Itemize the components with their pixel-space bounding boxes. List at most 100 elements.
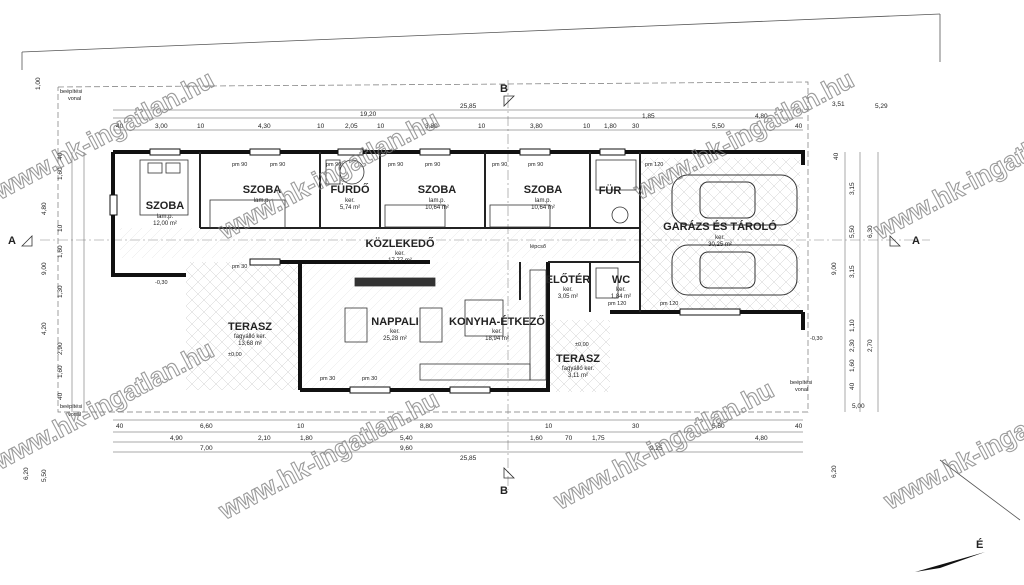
windows xyxy=(109,148,741,394)
watermark-1: www.hk-ingatlan.hu xyxy=(0,64,219,206)
room-furdo-area: 5,74 m² xyxy=(340,205,360,211)
dim-right-8: 2,70 xyxy=(867,339,874,352)
dim-top-9: 3,80 xyxy=(530,123,543,130)
dim-top-0: 40 xyxy=(116,123,124,130)
room-kozlekedo-area: 17,77 m² xyxy=(388,258,412,264)
dimension-texts-bottom: 40 6,60 10 8,80 10 30 5,50 40 4,90 2,10 … xyxy=(116,423,803,462)
dim-left-12: 6,20 xyxy=(23,467,30,480)
room-szoba-3-area: 10,64 m² xyxy=(425,205,449,211)
furniture xyxy=(139,159,637,381)
dim-top-4: 10 xyxy=(317,123,325,130)
room-terasz-2-floor: fagyálló ker. xyxy=(562,366,594,372)
garage-floor-hatch xyxy=(640,158,800,312)
building-line-labels: beépítési vonal beépítési vonal beépítés… xyxy=(60,89,812,418)
door-label-3: pm 90 xyxy=(388,162,403,168)
room-kozlekedo-floor: ker. xyxy=(395,251,405,257)
dimension-texts-right: 40 3,15 5,50 6,30 3,15 9,00 1,10 2,30 2,… xyxy=(831,152,874,478)
dim-right-11: 5,00 xyxy=(852,403,865,410)
interior-walls xyxy=(199,152,641,312)
dim-top-5: 2,05 xyxy=(345,123,358,130)
dim-bottom-5: 30 xyxy=(632,423,640,430)
room-wc: WC xyxy=(612,274,630,286)
dim-bottom2-2: 1,80 xyxy=(300,435,313,442)
room-terasz-2: TERASZ xyxy=(556,353,600,365)
section-b-top: B xyxy=(500,83,508,95)
door-label-12: pm 120 xyxy=(608,301,626,307)
room-szoba-4-area: 10,64 m² xyxy=(531,205,555,211)
door-label-8: pm 30 xyxy=(232,264,247,270)
dim-bottom-0: 40 xyxy=(116,423,124,430)
room-labels: SZOBA lam.p. 12,00 m² SZOBA lam.p. FÜRDŐ… xyxy=(146,183,778,379)
building-line-label-top-2: vonal xyxy=(68,96,81,102)
level-label-right: -0,30 xyxy=(810,336,823,342)
dim-left-9: 2,90 xyxy=(57,342,64,355)
dim-top-11: 1,80 xyxy=(604,123,617,130)
dim-bottom-4: 10 xyxy=(545,423,553,430)
terrace-hatch xyxy=(186,262,300,390)
dim-left-7: 1,30 xyxy=(57,285,64,298)
dim-right-6: 1,10 xyxy=(849,319,856,332)
section-b-top-arrow xyxy=(503,95,515,107)
section-b-bottom: B xyxy=(500,485,508,497)
stairs-label: lépcső xyxy=(530,244,546,250)
room-garazs: GARÁZS ÉS TÁROLÓ xyxy=(663,220,777,233)
dim-left-3: 4,80 xyxy=(41,202,48,215)
room-furdo-floor: ker. xyxy=(345,198,355,204)
dim-bottom-2: 10 xyxy=(297,423,305,430)
dim-bottom2-0: 4,90 xyxy=(170,435,183,442)
room-konyha: KONYHA-ÉTKEZŐ xyxy=(449,315,545,328)
plot-boundary xyxy=(21,13,1021,521)
room-nappali-area: 25,28 m² xyxy=(383,336,407,342)
dim-left-2: 1,60 xyxy=(57,167,64,180)
room-szoba-4-floor: lam.p. xyxy=(535,198,552,204)
dim-bottom-6: 5,50 xyxy=(712,423,725,430)
dimension-texts-top: 25,85 19,20 3,51 5,29 40 3,00 10 4,30 10… xyxy=(116,101,888,130)
room-szoba-4: SZOBA xyxy=(524,184,563,196)
dim-left-1: 40 xyxy=(57,152,64,160)
dim-right-2-text: 5,50 xyxy=(849,225,856,238)
dim-top-7: 3,80 xyxy=(425,123,438,130)
dim-top-sub-0: 1,85 xyxy=(642,113,655,120)
room-terasz-1-floor: fagyálló ker. xyxy=(234,334,266,340)
dim-left-11: 40 xyxy=(57,392,64,400)
room-terasz-1-area: 13,68 m² xyxy=(238,341,262,347)
section-a-right-arrow xyxy=(889,235,901,247)
dim-overall-top: 25,85 xyxy=(460,103,477,110)
door-label-9: pm 30 xyxy=(320,376,335,382)
dim-19-20: 19,20 xyxy=(360,111,377,118)
dim-left-8: 4,20 xyxy=(41,322,48,335)
level-label-entry: ±0,00 xyxy=(575,342,589,348)
room-eloter: ELŐTÉR xyxy=(546,273,591,286)
door-labels: pm 90 pm 90 pm 90 pm 90 pm 90 pm 90 pm 9… xyxy=(232,162,678,382)
level-label-terrace: ±0,00 xyxy=(228,352,242,358)
room-terasz-2-area: 3,11 m² xyxy=(568,373,588,379)
dim-top-6: 10 xyxy=(377,123,385,130)
door-label-6: pm 90 xyxy=(528,162,543,168)
dim-right-1-text: 3,15 xyxy=(849,182,856,195)
room-wc-area: 1,84 m² xyxy=(611,294,631,300)
dim-right-5: 9,00 xyxy=(831,262,838,275)
terrace-hatch-2 xyxy=(548,320,610,392)
room-nappali: NAPPALI xyxy=(371,316,418,328)
watermark-8: www.hk-ingatlan.hu xyxy=(878,374,1024,516)
dim-top-8: 10 xyxy=(478,123,486,130)
room-nappali-floor: ker. xyxy=(390,329,400,335)
dim-bottom2-1: 2,10 xyxy=(258,435,271,442)
section-a-left: A xyxy=(8,235,16,247)
watermark-7: www.hk-ingatlan.hu xyxy=(548,374,779,516)
door-label-11: pm 120 xyxy=(660,301,678,307)
dim-bottom2-6: 1,75 xyxy=(592,435,605,442)
door-label-4: pm 90 xyxy=(425,162,440,168)
dim-right-0: 40 xyxy=(833,152,840,160)
building-line-label-right-2: vonal xyxy=(795,387,808,393)
dim-top-sub-1: 4,80 xyxy=(755,113,768,120)
dim-overall-bottom: 25,85 xyxy=(460,455,477,462)
section-a-left-arrow xyxy=(21,235,33,247)
car-1 xyxy=(671,174,798,226)
dim-right-10: 40 xyxy=(849,382,856,390)
dim-top-10: 10 xyxy=(583,123,591,130)
building-line-label-top-1: beépítési xyxy=(60,89,82,95)
room-wc-floor: ker. xyxy=(616,287,626,293)
room-szoba-2: SZOBA xyxy=(243,184,282,196)
